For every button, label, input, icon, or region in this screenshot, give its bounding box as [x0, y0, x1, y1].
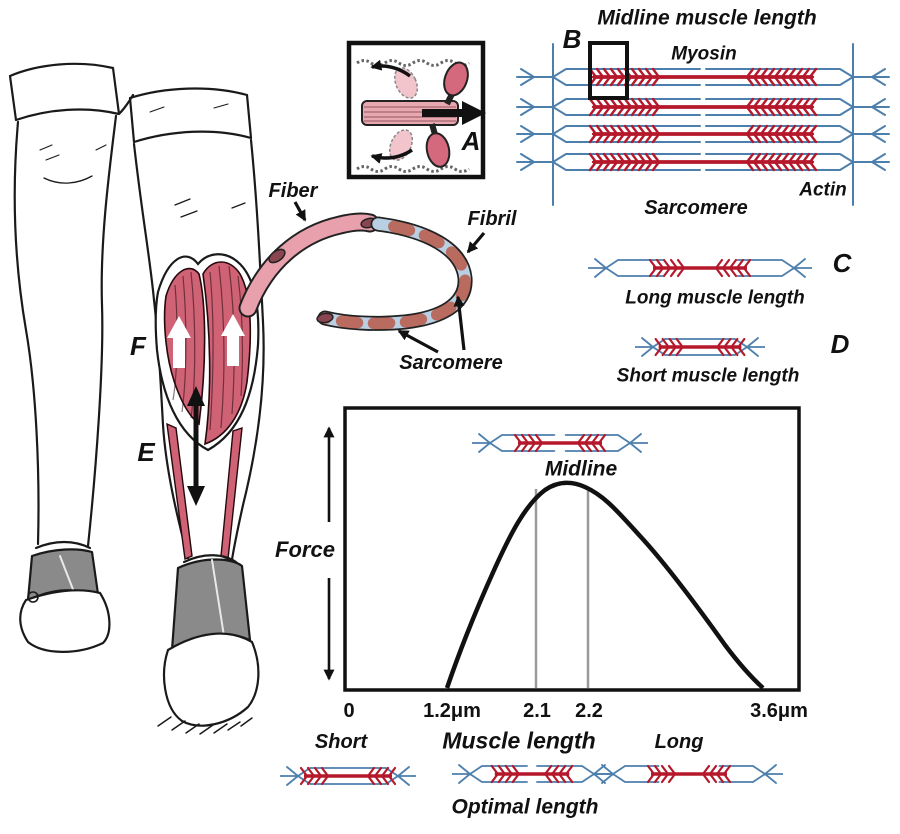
sarcomere-arrow-left [397, 329, 439, 354]
muscle-arrow-up-right [221, 314, 245, 366]
sarcomere-diagram-d-short [635, 337, 765, 357]
legs-illustration [8, 62, 265, 653]
actin-chain-top [356, 59, 470, 67]
graph-ylabel-force: Force [275, 537, 335, 562]
right-shorts [128, 87, 253, 144]
sarcomere-panel-b [516, 43, 890, 206]
tick-2-2: 2.2 [575, 700, 603, 722]
sarcomere-diagram-bottom-long [595, 764, 783, 784]
myosin-head-top [443, 61, 469, 97]
muscle-arrow-up-left [167, 316, 191, 368]
powerstroke-arrow-bottom [370, 148, 413, 164]
powerstroke-arrow-top [370, 59, 412, 78]
left-shoe-collar [34, 540, 92, 550]
label-fiber: Fiber [268, 180, 318, 202]
fiber-arrow [293, 201, 307, 222]
myosin-head-bottom [425, 132, 451, 168]
label-b: B [562, 24, 582, 54]
tick-3-6: 3.6μm [750, 700, 808, 722]
label-a: A [461, 126, 481, 156]
label-myosin: Myosin [671, 43, 737, 65]
zoom-box-b [588, 41, 629, 100]
left-leg-inner [86, 114, 118, 548]
force-length-curve [444, 480, 765, 690]
right-shoe-sole [162, 632, 260, 727]
label-e: E [137, 437, 155, 467]
muscle-fiber [240, 214, 378, 316]
right-leg-inner [229, 138, 265, 568]
filament-slide-arrow [422, 101, 486, 125]
graph-xlabel: Muscle length [442, 727, 596, 754]
sarcomere-arrow-right [453, 295, 466, 351]
sarcomere-diagram-c-long [588, 258, 812, 278]
label-sarcomere-fibril: Sarcomere [399, 352, 503, 374]
crossbridge-inset [346, 40, 486, 180]
sarcomere-diagram-midline [472, 433, 648, 453]
tick-0: 0 [343, 700, 355, 722]
left-shoe-sole [19, 589, 111, 653]
tendon-slip-left [166, 422, 193, 561]
graph-annotation-midline: Midline [544, 457, 618, 481]
stretch-double-arrow [187, 386, 205, 506]
sarcomere-diagram-bottom-short [280, 766, 416, 786]
label-d: D [830, 329, 850, 359]
sarcomere-diagram-bottom-optimal [452, 764, 612, 784]
left-leg-outline [13, 120, 40, 546]
label-sarcomere-b: Sarcomere [644, 197, 748, 219]
caption-c: Long muscle length [625, 287, 805, 309]
force-length-graph [323, 406, 801, 692]
actin-chain-bottom [356, 165, 470, 173]
tick-1-2: 1.2μm [423, 700, 481, 722]
label-optimal-length: Optimal length [451, 795, 599, 819]
label-short: Short [314, 731, 368, 753]
right-shoe [157, 554, 260, 735]
annotation-arrows [293, 201, 486, 354]
tendon-slip-right [220, 426, 243, 561]
fibril-arrow [466, 231, 486, 254]
tick-2-1: 2.1 [523, 700, 551, 722]
label-f: F [130, 331, 146, 361]
gastrocnemius-lateral-head [202, 261, 252, 446]
fiber-fibril [238, 212, 473, 331]
panel-b-title: Midline muscle length [597, 6, 817, 30]
label-actin: Actin [799, 179, 847, 201]
left-shorts [8, 62, 135, 122]
label-c: C [832, 248, 852, 278]
label-fibril: Fibril [467, 208, 517, 230]
plot-box [343, 406, 801, 692]
ground-hatching [157, 716, 253, 735]
caption-d: Short muscle length [616, 365, 800, 387]
label-long: Long [654, 731, 704, 753]
